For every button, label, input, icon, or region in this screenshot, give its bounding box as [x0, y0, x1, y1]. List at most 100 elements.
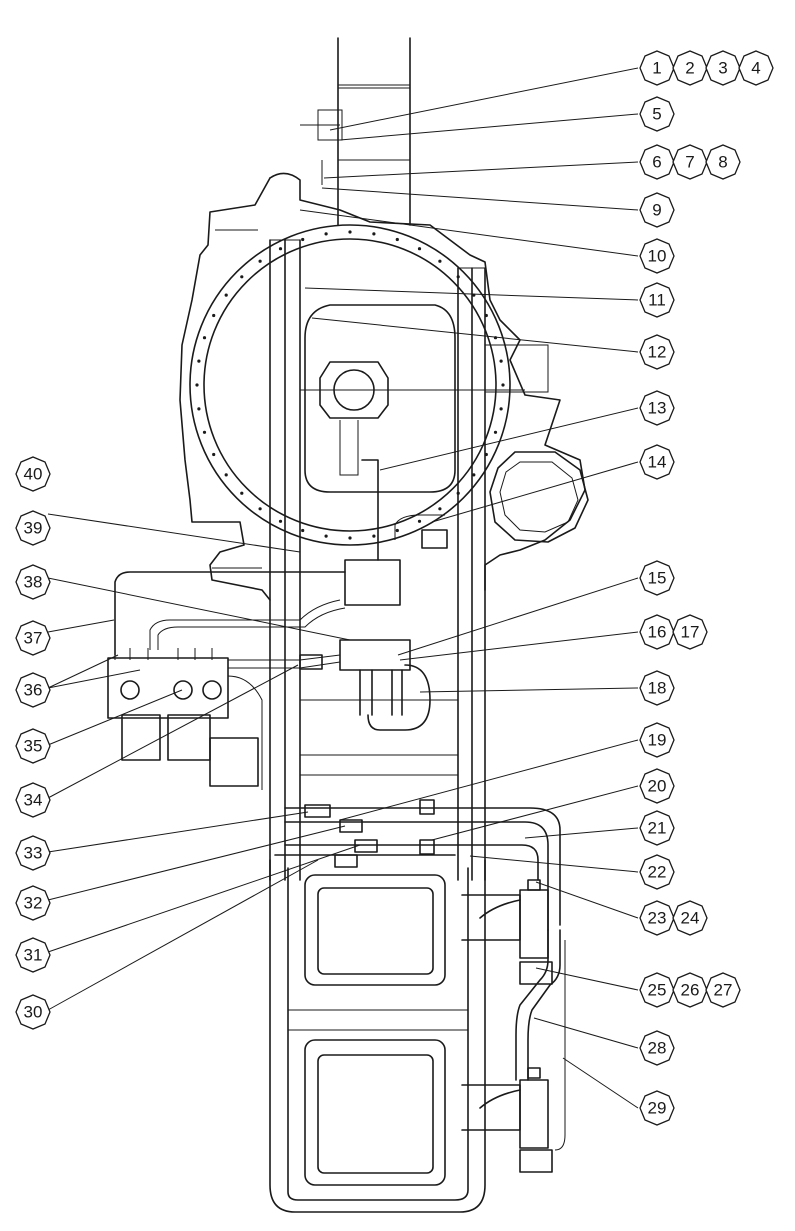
callout-23-label: 23	[648, 909, 667, 928]
leader-14	[431, 461, 639, 523]
leader-9	[321, 187, 639, 211]
leader-39	[47, 577, 351, 641]
control-valve-block	[107, 648, 259, 787]
ring-bolt	[278, 247, 283, 251]
callout-25: 25	[639, 972, 675, 1008]
ring-bolt	[438, 507, 442, 511]
callout-5: 5	[639, 96, 675, 132]
callout-15-label: 15	[648, 569, 667, 588]
leader-33	[47, 811, 309, 853]
ring-bolt	[417, 519, 422, 523]
callout-33: 33	[15, 835, 51, 871]
callout-30-label: 30	[24, 1003, 43, 1022]
leader-11	[304, 287, 639, 301]
ring-bolt	[224, 293, 228, 297]
slewing-ring	[189, 224, 511, 546]
leader-20	[431, 785, 639, 841]
callout-3: 3	[705, 50, 741, 86]
callout-26-label: 26	[681, 981, 700, 1000]
callout-8-label: 8	[718, 153, 727, 172]
leader-31	[47, 844, 361, 953]
ring-bolt	[195, 383, 199, 387]
ring-bolt	[224, 473, 228, 477]
ring-bolt	[258, 507, 262, 511]
ring-bolt	[202, 336, 207, 340]
callout-25-label: 25	[648, 981, 667, 1000]
callout-40-label: 40	[24, 465, 43, 484]
leader-37	[47, 654, 119, 689]
callout-13-label: 13	[648, 399, 667, 418]
callout-16: 16	[639, 614, 675, 650]
callout-40: 40	[15, 456, 51, 492]
ring-bolt	[499, 359, 503, 363]
callout-23: 23	[639, 900, 675, 936]
callout-28-label: 28	[648, 1039, 667, 1058]
callout-1-label: 1	[652, 59, 661, 78]
leader-19	[339, 739, 639, 821]
leader-lines	[47, 67, 639, 1109]
leader-35	[47, 689, 183, 746]
leader-12	[311, 317, 639, 353]
ring-bolt	[372, 534, 376, 538]
center-plate	[300, 304, 525, 493]
ring-bolt	[240, 275, 244, 279]
ring-bolt	[417, 247, 422, 251]
leader-28	[533, 1017, 639, 1049]
callout-1: 1	[639, 50, 675, 86]
callout-37-label: 37	[24, 629, 43, 648]
callout-10-label: 10	[648, 247, 667, 266]
machine-drawing	[107, 37, 589, 1213]
ring-bolt	[438, 259, 442, 263]
callout-15: 15	[639, 560, 675, 596]
leader-23-24	[535, 881, 639, 919]
leader-38	[47, 619, 115, 633]
leader-16-17	[399, 631, 639, 661]
callout-7-label: 7	[685, 153, 694, 172]
leader-36	[47, 669, 141, 689]
callout-21: 21	[639, 810, 675, 846]
callout-31: 31	[15, 937, 51, 973]
leader-40	[47, 513, 301, 553]
mid-valve-assembly	[299, 529, 448, 731]
callout-4: 4	[738, 50, 774, 86]
ring-bolt	[324, 534, 328, 538]
leader-21	[524, 827, 639, 839]
callout-11: 11	[639, 282, 675, 318]
callout-3-label: 3	[718, 59, 727, 78]
ring-bolt	[278, 519, 283, 523]
callout-39-label: 39	[24, 519, 43, 538]
callout-24-label: 24	[681, 909, 700, 928]
mount-plate	[179, 172, 586, 601]
leader-18	[419, 687, 639, 693]
callout-12-label: 12	[648, 343, 667, 362]
callout-20: 20	[639, 768, 675, 804]
callout-2: 2	[672, 50, 708, 86]
callout-27: 27	[705, 972, 741, 1008]
ring-bolt	[395, 237, 399, 242]
callout-18: 18	[639, 670, 675, 706]
hydraulic-cylinders	[461, 879, 566, 1173]
callout-35: 35	[15, 728, 51, 764]
leader-15	[397, 577, 639, 656]
lower-body	[269, 859, 486, 1213]
hose-bundle	[114, 459, 445, 790]
leader-25-27	[535, 967, 639, 991]
callout-19-label: 19	[648, 731, 667, 750]
ring-bolt	[197, 359, 201, 363]
ring-bolt	[348, 230, 352, 234]
leader-34	[47, 664, 299, 799]
callout-6: 6	[639, 144, 675, 180]
callouts: 1 2 3 4 5 6 7 8 9 10 11 12 13 14 15 16 1…	[15, 50, 774, 1126]
callout-34: 34	[15, 782, 51, 818]
callout-17: 17	[672, 614, 708, 650]
ring-bolt	[258, 259, 262, 263]
callout-36-box: 36	[15, 672, 51, 708]
ring-bolt	[501, 383, 505, 387]
ring-bolt	[472, 473, 476, 477]
callout-14-label: 14	[648, 453, 667, 472]
callout-24: 24	[672, 900, 708, 936]
callout-30: 30	[15, 994, 51, 1030]
callout-14: 14	[639, 444, 675, 480]
callout-27-label: 27	[714, 981, 733, 1000]
